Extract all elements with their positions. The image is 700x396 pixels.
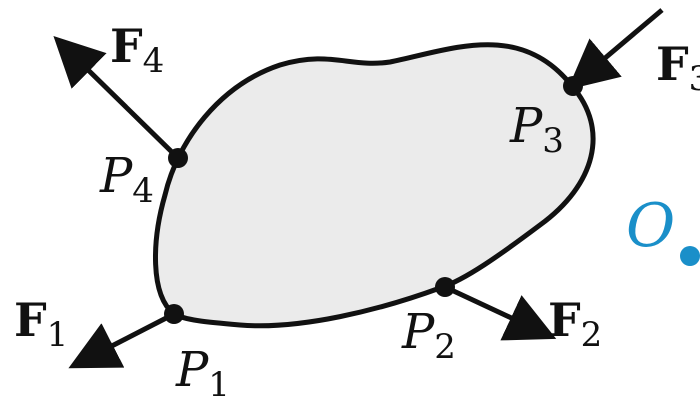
point-p1-dot: [164, 304, 184, 324]
force-arrow-f3: [567, 8, 664, 90]
point-p3-dot: [563, 76, 583, 96]
point-label-p2: P2: [401, 304, 456, 367]
force-arrow-f1: [68, 311, 176, 369]
point-label-p1: P1: [175, 342, 230, 396]
rigid-body-shape: [153, 42, 596, 329]
point-label-p4: P4: [99, 148, 154, 211]
point-label-p3: P3: [509, 98, 564, 161]
origin-dot: [680, 246, 700, 266]
origin-label: O: [626, 191, 675, 261]
force-label-f3: F3: [656, 37, 700, 99]
force-label-f4: F4: [110, 19, 164, 81]
force-label-f1: F1: [14, 293, 68, 355]
force-arrow-f4: [53, 36, 180, 160]
force-arrow-f2: [443, 284, 557, 341]
force-label-f2: F2: [548, 293, 602, 355]
point-p2-dot: [435, 277, 455, 297]
point-p4-dot: [168, 148, 188, 168]
